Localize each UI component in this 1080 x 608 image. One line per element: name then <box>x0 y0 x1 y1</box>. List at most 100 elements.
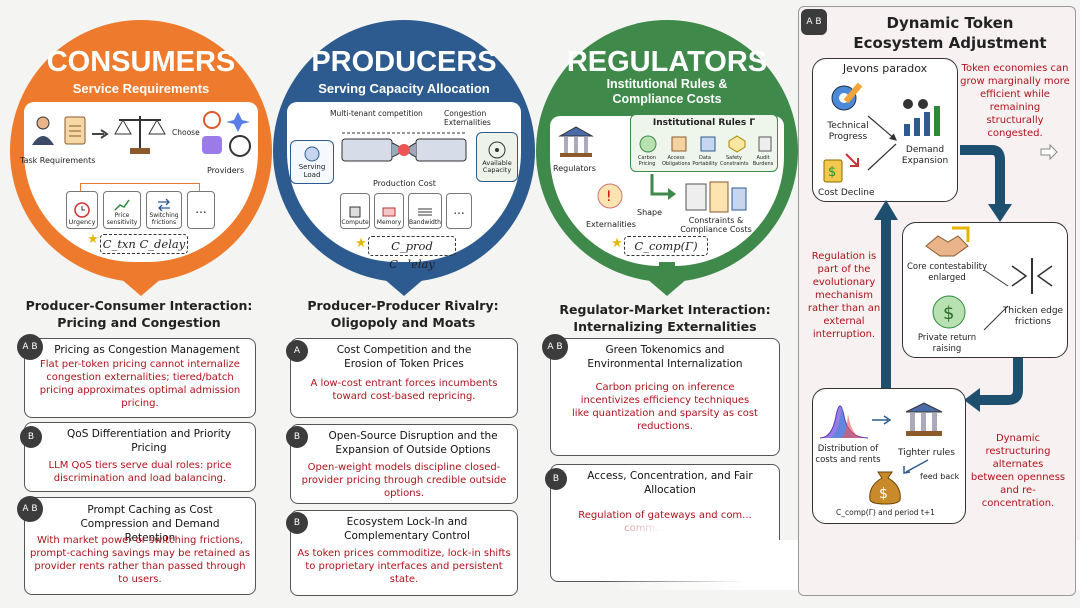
card-heading: Access, Concentration, and Fair Allocati… <box>587 470 753 496</box>
cost-decline-label: Cost Decline <box>818 188 875 198</box>
card-body: With market power or switching frictions… <box>29 535 251 585</box>
provider-logos-icon <box>196 108 256 164</box>
rule-carbon: Carbon Pricing <box>637 155 656 167</box>
price-chart-icon <box>114 199 130 211</box>
jevons-arrows <box>867 115 897 171</box>
consumer-column-title-1: Producer-Consumer Interaction: <box>25 298 253 313</box>
serving-load-label: Serving Load <box>298 163 326 179</box>
consumers-subtitle: Service Requirements <box>72 81 210 96</box>
contest-arrows <box>983 269 1009 331</box>
note-left: Regulation is part of the evolutionary m… <box>807 251 881 340</box>
distribution-label: Distribution of costs and rents <box>815 444 881 465</box>
choose-label: Choose <box>172 128 200 137</box>
compute-box: Compute <box>340 193 370 229</box>
ccomp-period-label: C_comp(Γ) and period t+1 <box>836 508 935 517</box>
compute-label: Compute <box>341 219 369 226</box>
consumer-card-3: Prompt Caching as Cost Compression and D… <box>24 497 256 595</box>
consumer-cost-terms: C_txn C_delay <box>102 237 186 251</box>
urgency-label: Urgency <box>68 218 96 226</box>
svg-text:!: ! <box>606 189 612 205</box>
rule-audit: Audit Burdens <box>752 155 774 167</box>
tighter-rules-label: Tighter rules <box>898 448 955 458</box>
card-heading: Green Tokenomics and Environmental Inter… <box>587 344 743 370</box>
bandwidth-label: Bandwidth <box>409 219 441 226</box>
card-body: LLM QoS tiers serve dual roles: price di… <box>48 460 232 484</box>
card-heading: Open-Source Disruption and the Expansion… <box>328 430 498 456</box>
down-arrow-regulators-icon <box>642 262 692 298</box>
card-badge: B <box>286 512 308 534</box>
card-heading: QoS Differentiation and Priority Pricing <box>67 428 231 454</box>
rule-safety: Safety Constraints <box>720 155 749 167</box>
arrow-to-contest <box>960 145 1012 222</box>
thicken-label: Thicken edge frictions <box>1002 306 1064 327</box>
card-badge: A B <box>542 334 568 360</box>
memory-box: Memory <box>374 193 404 229</box>
svg-text:$: $ <box>879 486 888 502</box>
regulators-title: REGULATORS <box>566 46 768 78</box>
dynamic-badge: A B <box>801 9 827 35</box>
price-sensitivity-box: Price sensitivity <box>103 191 141 229</box>
rules-title: Institutional Rules Γ <box>652 118 756 128</box>
producers-title: PRODUCERS <box>311 46 497 78</box>
star-icon: ★ <box>355 235 367 251</box>
regulator-cost-terms: C_comp(Γ) <box>634 239 698 253</box>
producer-card-1: Cost Competition and the Erosion of Toke… <box>290 338 518 418</box>
distribution-curve-icon <box>818 396 870 440</box>
card-heading: Ecosystem Lock-In and Complementary Cont… <box>344 516 470 542</box>
available-capacity-icon: Available Capacity <box>476 132 518 182</box>
switching-frictions-label: Switching frictions <box>149 212 179 226</box>
regulators-subtitle: Institutional Rules & Compliance Costs <box>606 77 728 106</box>
star-icon: ★ <box>87 231 99 247</box>
congestion-label: Congestion Externalities <box>444 109 491 127</box>
demand-chart-icon <box>898 96 948 138</box>
card-heading: Pricing as Congestion Management <box>54 344 240 356</box>
jevons-label: Jevons paradox <box>842 62 928 75</box>
dynamic-title-1: Dynamic Token <box>886 14 1014 32</box>
svg-text:$: $ <box>943 303 954 324</box>
rules-box: Institutional Rules Γ Carbon Pricing Acc… <box>630 114 778 172</box>
star-icon: ★ <box>611 235 623 251</box>
price-sensitivity-label: Price sensitivity <box>106 212 138 226</box>
handshake-icon <box>924 226 970 260</box>
gear-wrench-icon <box>826 80 866 118</box>
courthouse-icon <box>556 124 596 160</box>
regulator-card-1: Green Tokenomics and Environmental Inter… <box>550 338 780 456</box>
producers-subtitle: Serving Capacity Allocation <box>318 81 490 96</box>
rule-access: Access Obligations <box>662 155 691 167</box>
card-badge: B <box>545 468 567 490</box>
consumer-bracket <box>80 183 200 191</box>
brain-icon <box>304 146 320 162</box>
bandwidth-box: Bandwidth <box>408 193 442 229</box>
note-top: Token economies can grow marginally more… <box>960 63 1070 139</box>
rule-icons <box>639 135 772 153</box>
card-heading: Prompt Caching as Cost Compression and D… <box>80 504 220 544</box>
card-badge: A <box>286 340 308 362</box>
switch-icon <box>158 198 170 212</box>
arrow-up-left <box>874 200 898 394</box>
producer-column-title-2: Oligopoly and Moats <box>330 315 476 330</box>
regulator-column-title-2: Internalizing Externalities <box>573 319 757 334</box>
constraints-label: Constraints & Compliance Costs <box>680 216 752 234</box>
money-growth-icon: $ <box>928 290 970 330</box>
card-badge: B <box>286 426 308 448</box>
card-heading: Cost Competition and the Erosion of Toke… <box>336 344 472 370</box>
note-right: Dynamic restructuring alternates between… <box>970 433 1066 509</box>
server-pipeline-icon <box>340 125 470 175</box>
network-icon <box>488 141 506 158</box>
producer-column-title-1: Producer-Producer Rivalry: <box>307 298 499 313</box>
regulator-cost-box: C_comp(Γ) <box>624 236 708 256</box>
consumer-cost-box: C_txn C_delay <box>100 234 188 254</box>
production-cost-label: Production Cost <box>373 179 436 188</box>
card-body: A low-cost entrant forces incumbents tow… <box>310 378 498 402</box>
person-icon <box>30 115 56 145</box>
down-arrow-producers-icon <box>379 262 429 298</box>
more-resources-label: ... <box>453 203 465 217</box>
card-body: Carbon pricing on inference incentivizes… <box>572 382 758 432</box>
shape-label: Shape <box>637 208 663 217</box>
consumer-card-2: QoS Differentiation and Priority Pricing… <box>24 422 256 492</box>
private-return-label: Private return raising <box>917 333 977 354</box>
arrow-right-outline-icon <box>1040 144 1058 160</box>
down-arrow-consumers-icon <box>116 262 166 298</box>
clock-icon <box>74 202 90 218</box>
compress-arrows-icon <box>1008 256 1056 296</box>
